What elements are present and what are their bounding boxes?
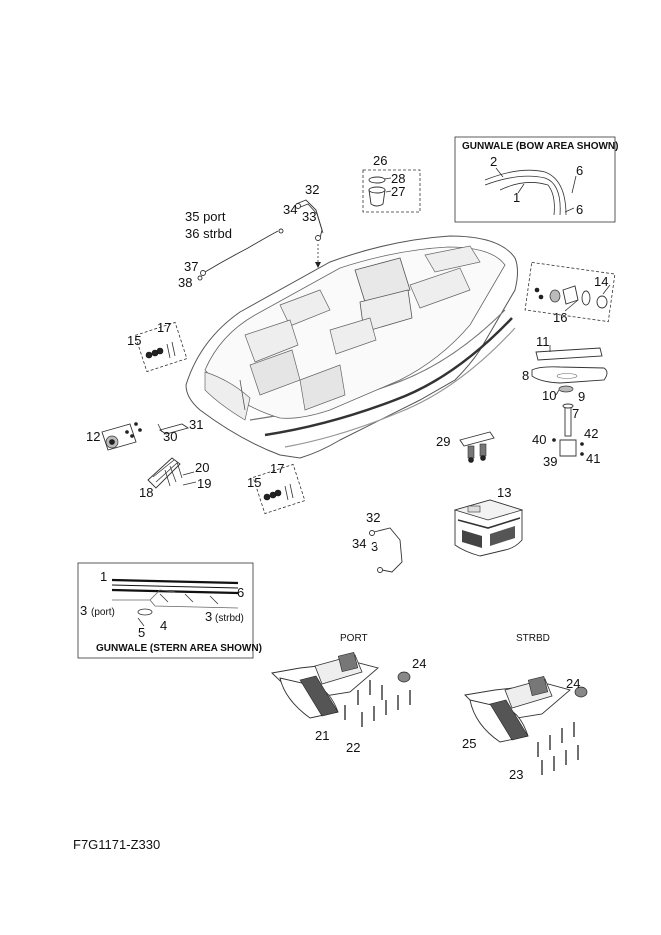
- port-trim-tab-group: PORT 24 21 22: [271, 633, 426, 755]
- callout-15: 15: [127, 333, 141, 348]
- callout-38: 38: [178, 275, 192, 290]
- callout-6: 6: [576, 163, 583, 178]
- callout-34: 34: [352, 536, 366, 551]
- callout-12: 12: [86, 429, 100, 444]
- callout-3-strbd: (strbd): [215, 613, 244, 624]
- callout-17: 17: [157, 320, 171, 335]
- callout-29: 29: [436, 434, 450, 449]
- callout-4: 4: [160, 618, 167, 633]
- callout-32: 32: [366, 510, 380, 525]
- callout-41: 41: [586, 451, 600, 466]
- callout-2: 2: [490, 154, 497, 169]
- stern-inset-title-b: (STERN AREA SHOWN): [150, 643, 262, 654]
- callout-17: 17: [270, 461, 284, 476]
- bracket-group: 30 31: [157, 417, 203, 444]
- callout-23: 23: [509, 767, 523, 782]
- strbd-label: STRBD: [516, 633, 550, 644]
- table-pedestal-group: 7 40 42 39 41: [532, 403, 600, 469]
- callout-31: 31: [189, 417, 203, 432]
- callout-6: 6: [576, 202, 583, 217]
- stern-inset-title: GUNWALE (STERN AREA SHOWN): [96, 643, 262, 654]
- cleat-hardware-group: 14 16: [524, 261, 616, 325]
- callout-7: 7: [572, 406, 579, 421]
- step-panel-group: 11 8 10 9: [522, 334, 608, 404]
- callout-30: 30: [163, 429, 177, 444]
- drain-plug-group-lower: 17 15: [247, 461, 306, 515]
- callout-19: 19: [197, 476, 211, 491]
- callout-15: 15: [247, 475, 261, 490]
- strbd-trim-tab-group: STRBD 24 25 23: [462, 633, 588, 782]
- port-label: PORT: [340, 633, 368, 644]
- callout-1: 1: [513, 190, 520, 205]
- callout-39: 39: [543, 454, 557, 469]
- callout-32: 32: [305, 182, 319, 197]
- callout-9: 9: [578, 389, 585, 404]
- grab-handle-top: 32 34 33: [283, 182, 324, 268]
- stern-inset-title-a: GUNWALE: [96, 643, 147, 654]
- callout-20: 20: [195, 460, 209, 475]
- callout-13: 13: [497, 485, 511, 500]
- callout-10: 10: [542, 388, 556, 403]
- callout-18: 18: [139, 485, 153, 500]
- callout-24: 24: [566, 676, 580, 691]
- callout-3-number: 3: [205, 609, 212, 624]
- callout-6: 6: [237, 585, 244, 600]
- bow-gunwale-inset: GUNWALE (BOW AREA SHOWN) 2 1 6 6: [454, 136, 618, 223]
- cup-holder-group: 26 28 27: [362, 153, 421, 213]
- callout-22: 22: [346, 740, 360, 755]
- callout-34: 34: [283, 202, 297, 217]
- cleat-29-group: 29: [436, 431, 495, 463]
- switch-panel-group: 12: [86, 422, 142, 451]
- boat-illustration: [185, 235, 518, 459]
- callout-40: 40: [532, 432, 546, 447]
- callout-21: 21: [315, 728, 329, 743]
- cooler-group: 13: [453, 485, 524, 557]
- callout-37: 37: [184, 259, 198, 274]
- rope-group: 35 port 36 strbd 37 38: [178, 209, 284, 290]
- callout-11: 11: [536, 334, 550, 349]
- callout-25: 25: [462, 736, 476, 751]
- diagram-code: F7G1171-Z330: [73, 837, 160, 852]
- callout-36-strbd: 36 strbd: [185, 226, 232, 241]
- bow-inset-title: GUNWALE (BOW AREA SHOWN): [462, 141, 618, 152]
- callout-8: 8: [522, 368, 529, 383]
- callout-27: 27: [391, 184, 405, 199]
- callout-24: 24: [412, 656, 426, 671]
- drain-plug-group-upper: 17 15: [127, 320, 188, 373]
- callout-3-number: 3: [80, 603, 87, 618]
- callout-33: 33: [302, 209, 316, 224]
- callout-35-port: 35 port: [185, 209, 226, 224]
- grab-handle-bottom: 32 34 33: [352, 510, 403, 573]
- callout-14: 14: [594, 274, 608, 289]
- callout-16: 16: [553, 310, 567, 325]
- stern-gunwale-inset: 1 6 3 (port) 3 (strbd) 5 4 GUNWALE (STER…: [77, 562, 262, 659]
- ladder-bracket-group: 18 20 19: [139, 457, 211, 500]
- callout-3-port: (port): [91, 607, 115, 618]
- callout-5: 5: [138, 625, 145, 640]
- callout-28: 28: [391, 171, 405, 186]
- callout-42: 42: [584, 426, 598, 441]
- callout-1: 1: [100, 569, 107, 584]
- callout-26: 26: [373, 153, 387, 168]
